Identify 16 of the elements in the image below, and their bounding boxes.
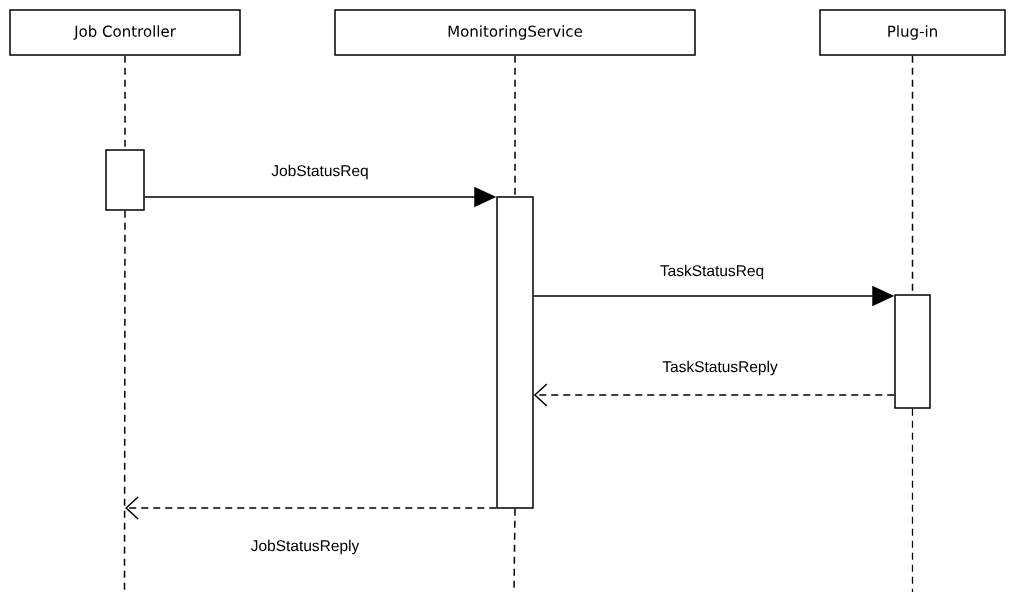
edge-label: TaskStatusReply [661, 359, 779, 377]
lifeline [124, 55, 126, 150]
lifeline-header: MonitoringService [334, 9, 696, 56]
dashed-arrow [125, 496, 497, 520]
edge-label: TaskStatusReq [658, 263, 766, 281]
dashed-arrow [533, 383, 895, 407]
activation-bar [105, 149, 145, 211]
lifeline [911, 408, 914, 592]
activation-bar [894, 294, 931, 409]
edge-label: JobStatusReply [249, 538, 361, 556]
lifeline [123, 210, 126, 592]
activation-bar [496, 196, 534, 509]
lifeline-header: Plug-in [819, 9, 1006, 56]
edge-label: JobStatusReq [270, 163, 370, 181]
lifeline-header: Job Controller [9, 9, 241, 56]
lifeline [514, 55, 516, 197]
